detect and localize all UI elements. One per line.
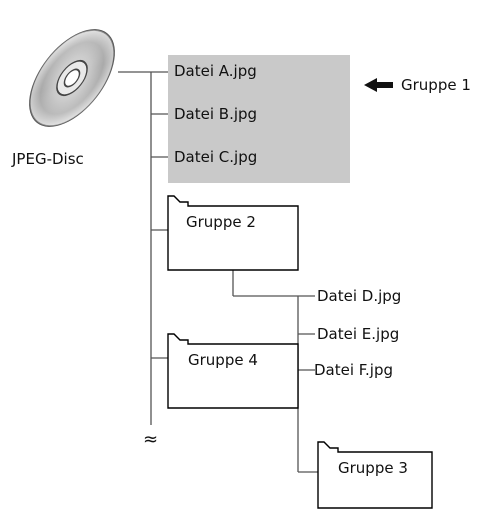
- file-label: Datei F.jpg: [314, 361, 393, 379]
- group3-label: Gruppe 3: [338, 459, 408, 477]
- file-label: Datei C.jpg: [174, 148, 258, 166]
- folder-icon: [167, 333, 299, 409]
- file-label: Datei E.jpg: [317, 325, 400, 343]
- folder-icon: [317, 441, 433, 509]
- group4-label: Gruppe 4: [188, 351, 258, 369]
- file-label: Datei B.jpg: [174, 105, 258, 123]
- continuation-symbol: ≈: [143, 429, 159, 450]
- disc-label: JPEG-Disc: [12, 150, 84, 168]
- folder-icon: [167, 195, 299, 271]
- file-label: Datei A.jpg: [174, 62, 257, 80]
- file-label: Datei D.jpg: [317, 287, 402, 305]
- arrow-left-icon: [364, 78, 393, 92]
- disc-icon: [29, 29, 115, 127]
- group1-label: Gruppe 1: [401, 76, 471, 94]
- group2-label: Gruppe 2: [186, 213, 256, 231]
- group1-highlight: [168, 55, 350, 183]
